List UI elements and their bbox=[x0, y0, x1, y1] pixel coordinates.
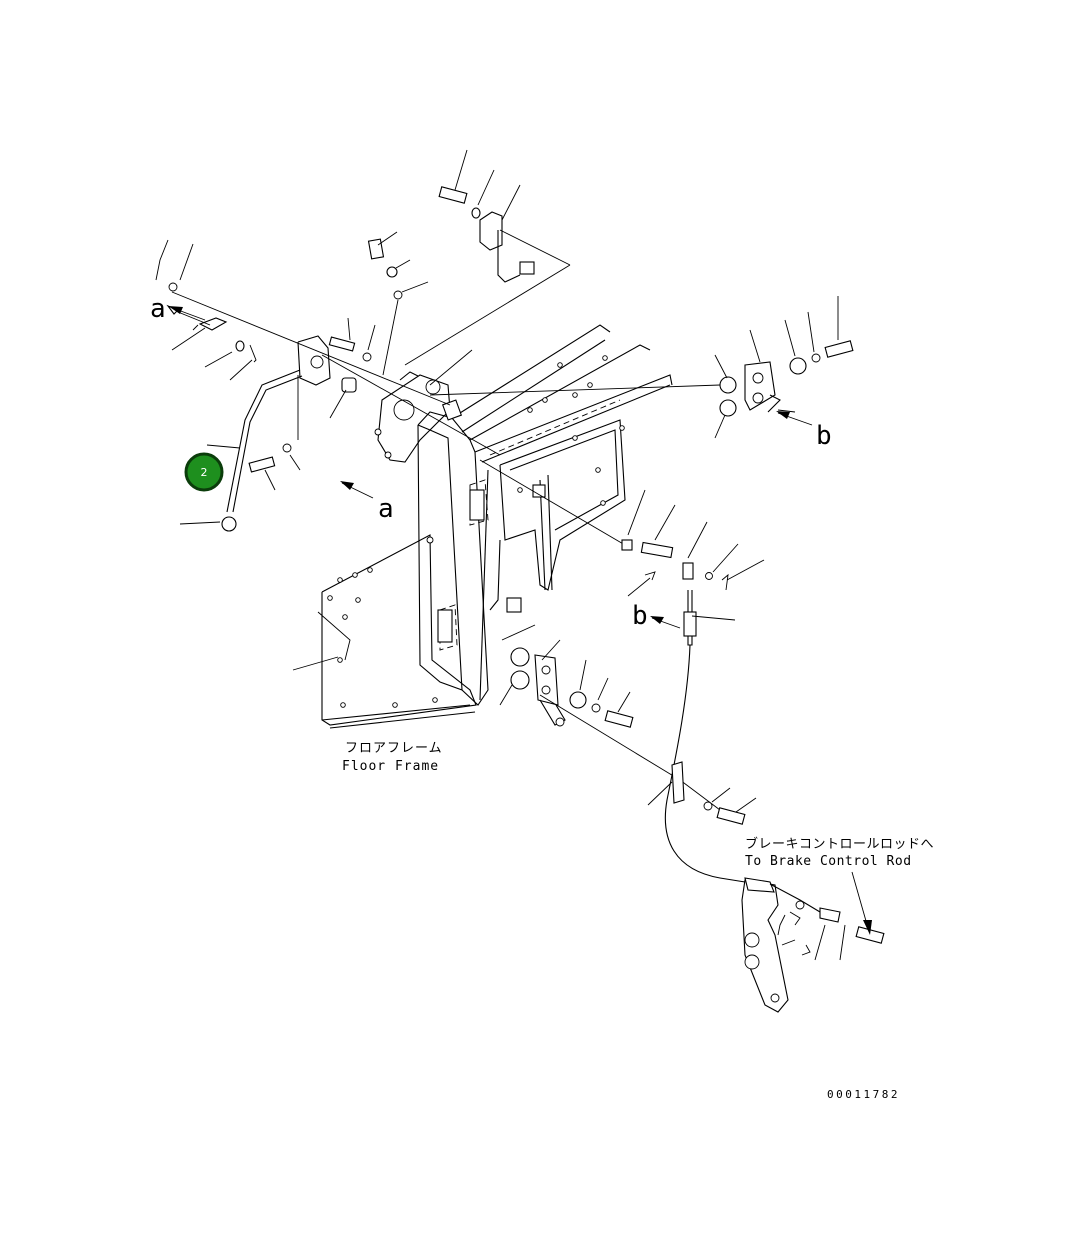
center-lines bbox=[171, 291, 721, 811]
callout-number[interactable]: 2 bbox=[201, 466, 208, 479]
drawing-number: 00011782 bbox=[827, 1088, 900, 1101]
arrow-a-center bbox=[340, 481, 374, 499]
arrow-to-brake-rod bbox=[851, 871, 872, 935]
floor-frame bbox=[292, 534, 477, 729]
floor-frame-label-jp: フロアフレーム bbox=[345, 741, 443, 756]
arrow-a-left bbox=[168, 306, 206, 321]
console-frame bbox=[489, 355, 626, 613]
lever-bracket bbox=[374, 371, 463, 463]
brake-rod-label-en: To Brake Control Rod bbox=[745, 854, 912, 869]
right-fasteners bbox=[714, 296, 854, 439]
view-arrows bbox=[168, 306, 872, 935]
console-holes bbox=[517, 355, 625, 506]
lower-bracket bbox=[499, 624, 634, 728]
parking-lever bbox=[179, 335, 331, 532]
cable-linkage bbox=[621, 489, 765, 883]
view-label-a-left: a bbox=[150, 294, 166, 324]
brake-end-bracket bbox=[741, 877, 885, 1013]
arrow-b-center bbox=[650, 616, 681, 629]
view-label-a-center: a bbox=[378, 494, 394, 524]
callout-marker[interactable]: 2 bbox=[184, 452, 224, 492]
callout-marker-circle[interactable] bbox=[184, 452, 224, 492]
floor-frame-label-en: Floor Frame bbox=[342, 759, 439, 774]
cab-pillar bbox=[417, 324, 673, 706]
view-label-b-center: b bbox=[632, 601, 648, 631]
top-fasteners bbox=[367, 149, 571, 386]
brake-rod-label-jp: ブレーキコントロールロッドへ bbox=[745, 836, 934, 852]
view-label-b-right: b bbox=[816, 421, 832, 451]
left-fasteners bbox=[155, 239, 376, 491]
floor-frame-holes bbox=[327, 567, 438, 708]
arrow-b-right bbox=[776, 411, 813, 426]
